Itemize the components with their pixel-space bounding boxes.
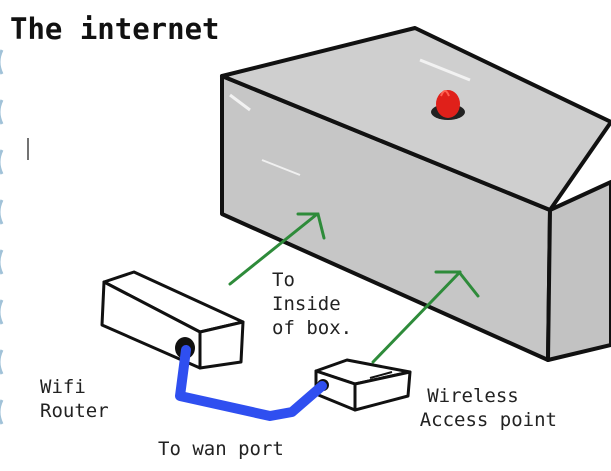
inside-box-label-line3: of box. [272, 317, 353, 339]
wifi-router [100, 270, 245, 370]
access-point-label: Wireless Access point [389, 384, 557, 432]
big-box-side [546, 180, 611, 362]
big-box [220, 26, 611, 362]
wan-port-label: To wan port [158, 438, 284, 460]
big-box-top [220, 26, 611, 212]
access-point [314, 358, 412, 412]
wifi-router-label-line2: Router [40, 400, 109, 422]
arrow-router-to-box [228, 212, 326, 286]
inside-box-label: To Inside of box. [272, 268, 352, 340]
page-title: The internet [10, 12, 220, 46]
blue-cable [175, 345, 327, 421]
page-edge-marks [0, 49, 4, 425]
router-side [198, 320, 245, 370]
inside-box-label-line1: To [272, 269, 295, 291]
ap-side [353, 370, 412, 412]
wifi-router-label-line1: Wifi [40, 376, 86, 398]
red-light-icon [431, 90, 465, 120]
access-point-label-line1: Wireless [427, 385, 519, 407]
arrow-ap-to-box [371, 270, 480, 364]
inside-box-label-line2: Inside [272, 293, 341, 315]
access-point-label-line2: Access point [419, 409, 557, 431]
wifi-router-label: Wifi Router [40, 375, 109, 423]
